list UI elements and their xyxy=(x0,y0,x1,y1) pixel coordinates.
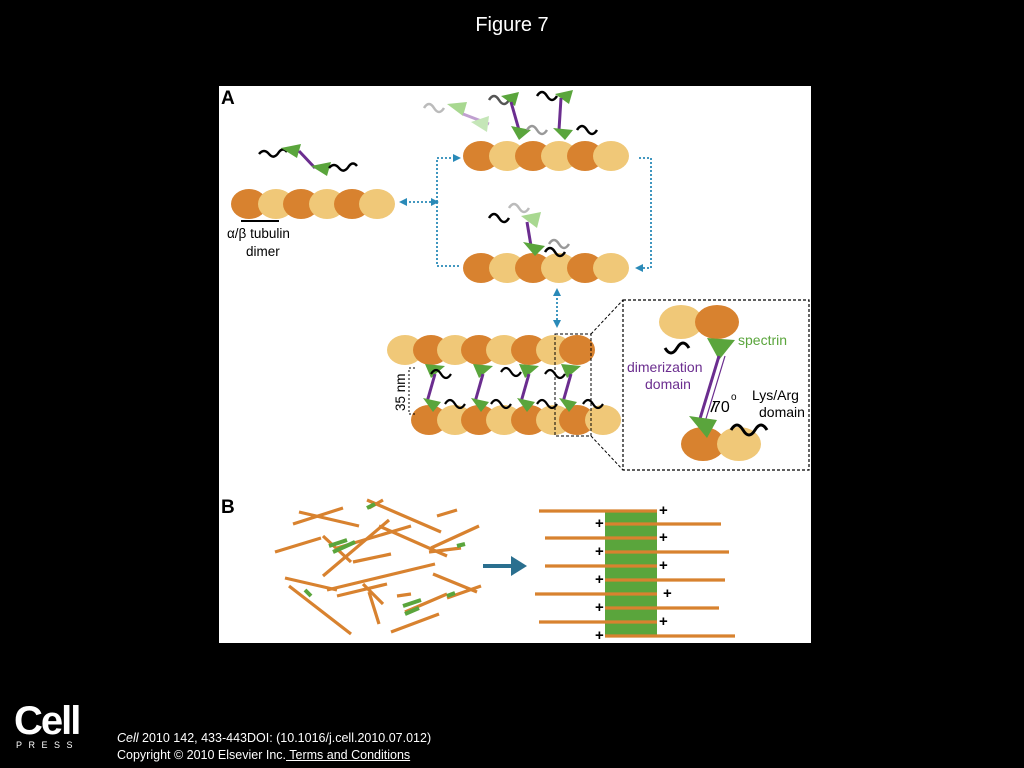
loop-arrow-right xyxy=(635,157,652,272)
slide-title: Figure 7 xyxy=(475,14,549,36)
panel-a-label: A xyxy=(221,88,235,109)
transition-arrow xyxy=(483,556,527,576)
svg-text:+: + xyxy=(659,557,668,574)
tubulin-label-line1: α/β tubulin xyxy=(227,226,290,241)
svg-text:+: + xyxy=(595,571,604,588)
svg-text:+: + xyxy=(659,529,668,546)
logo-press: PRESS xyxy=(16,740,80,750)
spectrin-label: spectrin xyxy=(738,332,787,348)
figure-panel: A B α/β tubulin dimer xyxy=(219,86,811,643)
loop-line-bottom-left xyxy=(436,202,459,267)
logo-word: Cell xyxy=(14,699,81,743)
svg-text:+: + xyxy=(659,613,668,630)
journal-name: Cell xyxy=(117,731,139,745)
svg-text:+: + xyxy=(595,515,604,532)
distance-label: 35 nm xyxy=(393,373,408,411)
bundle-top-microtubule xyxy=(387,335,595,365)
copyright-text: Copyright © 2010 Elsevier Inc. xyxy=(117,748,287,762)
free-ase1-dimer xyxy=(258,144,358,176)
copyright-line: Copyright © 2010 Elsevier Inc. Terms and… xyxy=(117,748,410,762)
middle-microtubule xyxy=(463,253,629,283)
top-binding-states xyxy=(422,90,599,140)
disordered-overlaps xyxy=(303,502,466,616)
free-microtubule xyxy=(231,189,395,222)
angle-label: 70 xyxy=(712,399,730,416)
tubulin-label-line2: dimer xyxy=(246,244,280,259)
distance-bracket xyxy=(408,367,415,415)
lysarg-label-line1: Lys/Arg xyxy=(752,387,799,403)
overlap-zone xyxy=(605,510,657,636)
citation-details: 2010 142, 433-443DOI: (10.1016/j.cell.20… xyxy=(138,731,432,745)
bundle-crosslinkers xyxy=(423,364,604,412)
dimerization-label-line1: dimerization xyxy=(627,359,702,375)
lysarg-label-line2: domain xyxy=(759,404,805,420)
angle-degree: o xyxy=(731,392,737,403)
disordered-microtubules xyxy=(274,498,482,636)
citation: Cell 2010 142, 433-443DOI: (10.1016/j.ce… xyxy=(117,731,431,745)
dimerization-label-line2: domain xyxy=(645,376,691,392)
terms-and-conditions-link[interactable]: Terms and Conditions xyxy=(286,748,411,762)
svg-text:+: + xyxy=(595,599,604,616)
svg-text:+: + xyxy=(595,627,604,643)
top-microtubule xyxy=(463,141,629,171)
zoom-region-box xyxy=(554,333,592,437)
svg-text:+: + xyxy=(659,502,668,519)
plus-end-markers: + + + + + + + + + + xyxy=(595,502,672,643)
svg-text:+: + xyxy=(595,543,604,560)
inset-detail xyxy=(659,305,769,461)
cell-press-logo: Cell PRESS xyxy=(14,699,86,750)
panel-b-label: B xyxy=(221,497,235,518)
loop-arrow-top-left xyxy=(436,154,461,202)
bundle-bottom-microtubule xyxy=(411,405,621,435)
ordered-microtubules xyxy=(535,509,735,638)
svg-text:+: + xyxy=(663,585,672,602)
middle-binding-state xyxy=(487,202,571,258)
